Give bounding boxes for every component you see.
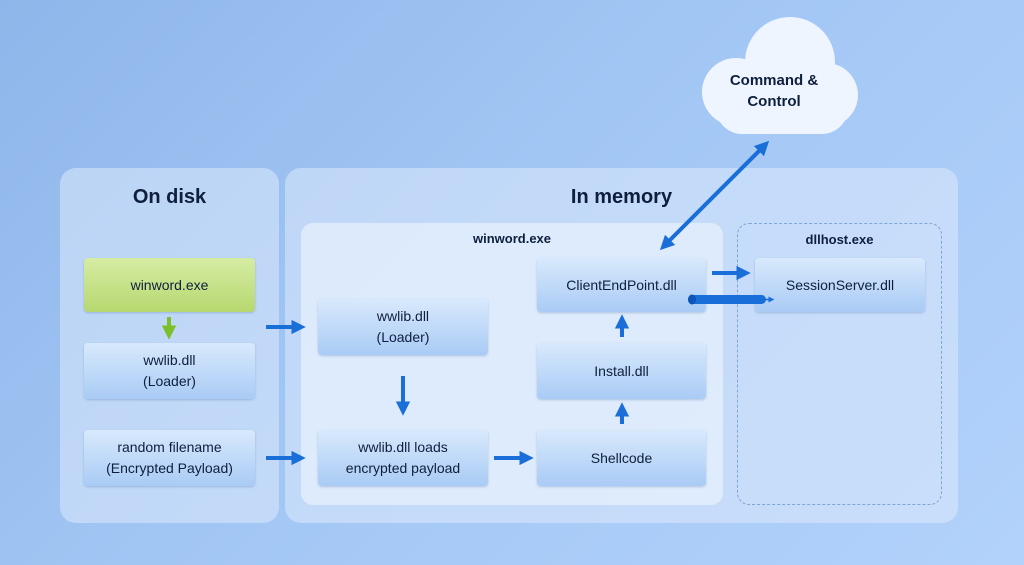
- command-control-label: Command & Control: [729, 72, 819, 110]
- clientendpoint-dll-node: ClientEndPoint.dll: [537, 258, 706, 312]
- disk-winword-node: winword.exe: [84, 258, 255, 312]
- disk-wwlib-node: wwlib.dll (Loader): [84, 343, 255, 399]
- dllhost-group-title: dllhost.exe: [805, 232, 874, 247]
- on-disk-title: On disk: [132, 186, 207, 208]
- shellcode-node: Shellcode: [537, 430, 706, 486]
- disk-random-node: random filename (Encrypted Payload): [84, 430, 255, 486]
- arrow-client-to-cloud: [659, 140, 770, 251]
- mem-wwlib-node: wwlib.dll (Loader): [318, 299, 488, 355]
- install-dll-node: Install.dll: [537, 343, 706, 399]
- sessionserver-dll-node: SessionServer.dll: [755, 258, 925, 312]
- in-memory-title: In memory: [570, 186, 673, 208]
- winword-group-title: winword.exe: [472, 231, 552, 246]
- mem-loads-payload-node: wwlib.dll loads encrypted payload: [318, 430, 488, 486]
- pipe-connector: [688, 294, 775, 305]
